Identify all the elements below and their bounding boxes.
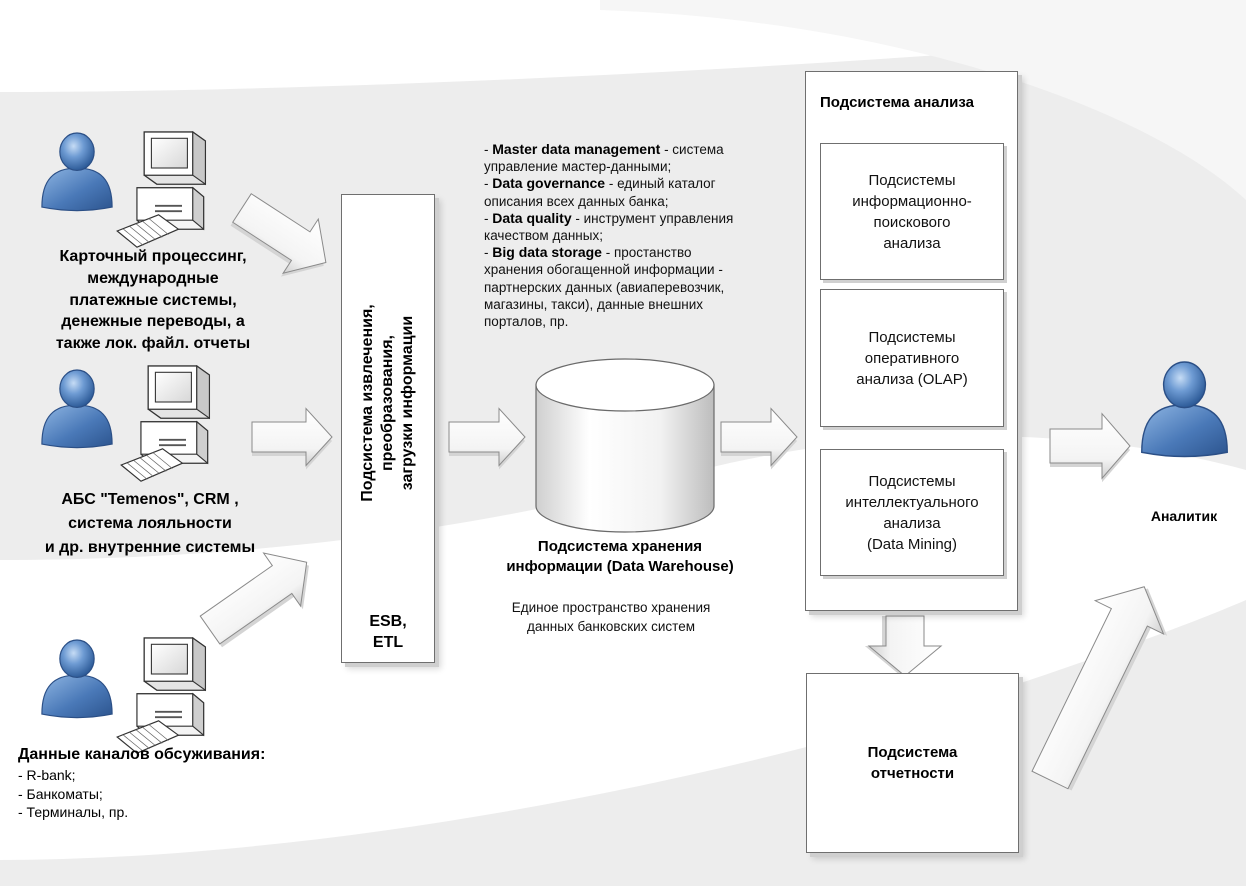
desc-line: - Data governance - единый каталог (484, 175, 716, 192)
arrow-icon (199, 552, 309, 648)
etl-bottom-label: ESB, ETL (369, 613, 407, 651)
subsystem-olap: Подсистемы оперативного анализа (OLAP) (820, 289, 1004, 427)
analysis-title: Подсистема анализа (820, 94, 974, 111)
desc-line: - Data quality - инструмент управления (484, 209, 734, 226)
source-channels-label: Данные каналов обсуживания: - R-bank; - … (18, 746, 266, 820)
desc-line: магазины, такси), данные внешних (484, 296, 704, 312)
person-icon (41, 639, 113, 719)
storage-description: - Master data management - система управ… (484, 141, 794, 330)
arrow-icon (864, 615, 943, 677)
desc-line: управление мастер-данными; (484, 159, 672, 175)
etl-vertical-label: Подсистема извлечения, преобразования, з… (359, 304, 416, 502)
desc-line: партнерских данных (авиаперевозчик, (484, 279, 725, 295)
subsystem-data-mining: Подсистемы интеллектуального анализа (Da… (820, 449, 1004, 576)
arrow-icon (230, 193, 327, 277)
computer-icon (116, 636, 207, 754)
reporting-subsystem-box: Подсистема отчетности (806, 673, 1019, 853)
etl-subsystem-box: Подсистема извлечения, преобразования, з… (341, 194, 435, 663)
desc-line: описания всех данных банка; (484, 193, 669, 209)
arrow-icon (720, 407, 798, 470)
desc-line: порталов, пр. (484, 314, 569, 330)
desc-line: хранения обогащенной информации - (484, 262, 723, 278)
dwh-subtitle: Единое пространство хранения данных банк… (511, 600, 711, 634)
computer-icon (120, 364, 211, 482)
arrow-icon (448, 407, 526, 470)
person-icon (41, 369, 113, 449)
person-icon (1141, 361, 1228, 458)
analyst-label: Аналитик (1150, 508, 1218, 524)
subsystem-search-analysis: Подсистемы информационно- поискового ана… (820, 143, 1004, 280)
database-cylinder-icon (535, 358, 715, 533)
computer-icon (116, 130, 207, 248)
arrow-icon (251, 407, 333, 470)
source-cards-label: Карточный процессинг, международные плат… (55, 248, 251, 353)
dwh-title: Подсистема хранения информации (Data War… (506, 538, 734, 575)
desc-line: - Master data management - система (484, 141, 724, 157)
arrow-icon (1031, 586, 1168, 791)
desc-line: качеством данных; (484, 228, 603, 244)
analysis-subsystem-box: Подсистема анализа Подсистемы информацио… (805, 71, 1018, 611)
person-icon (41, 132, 113, 212)
desc-line: - Big data storage - простанство (484, 244, 692, 261)
arrow-icon (1049, 412, 1131, 483)
source-abs-label: АБС "Temenos", CRM , система лояльности … (44, 491, 256, 556)
